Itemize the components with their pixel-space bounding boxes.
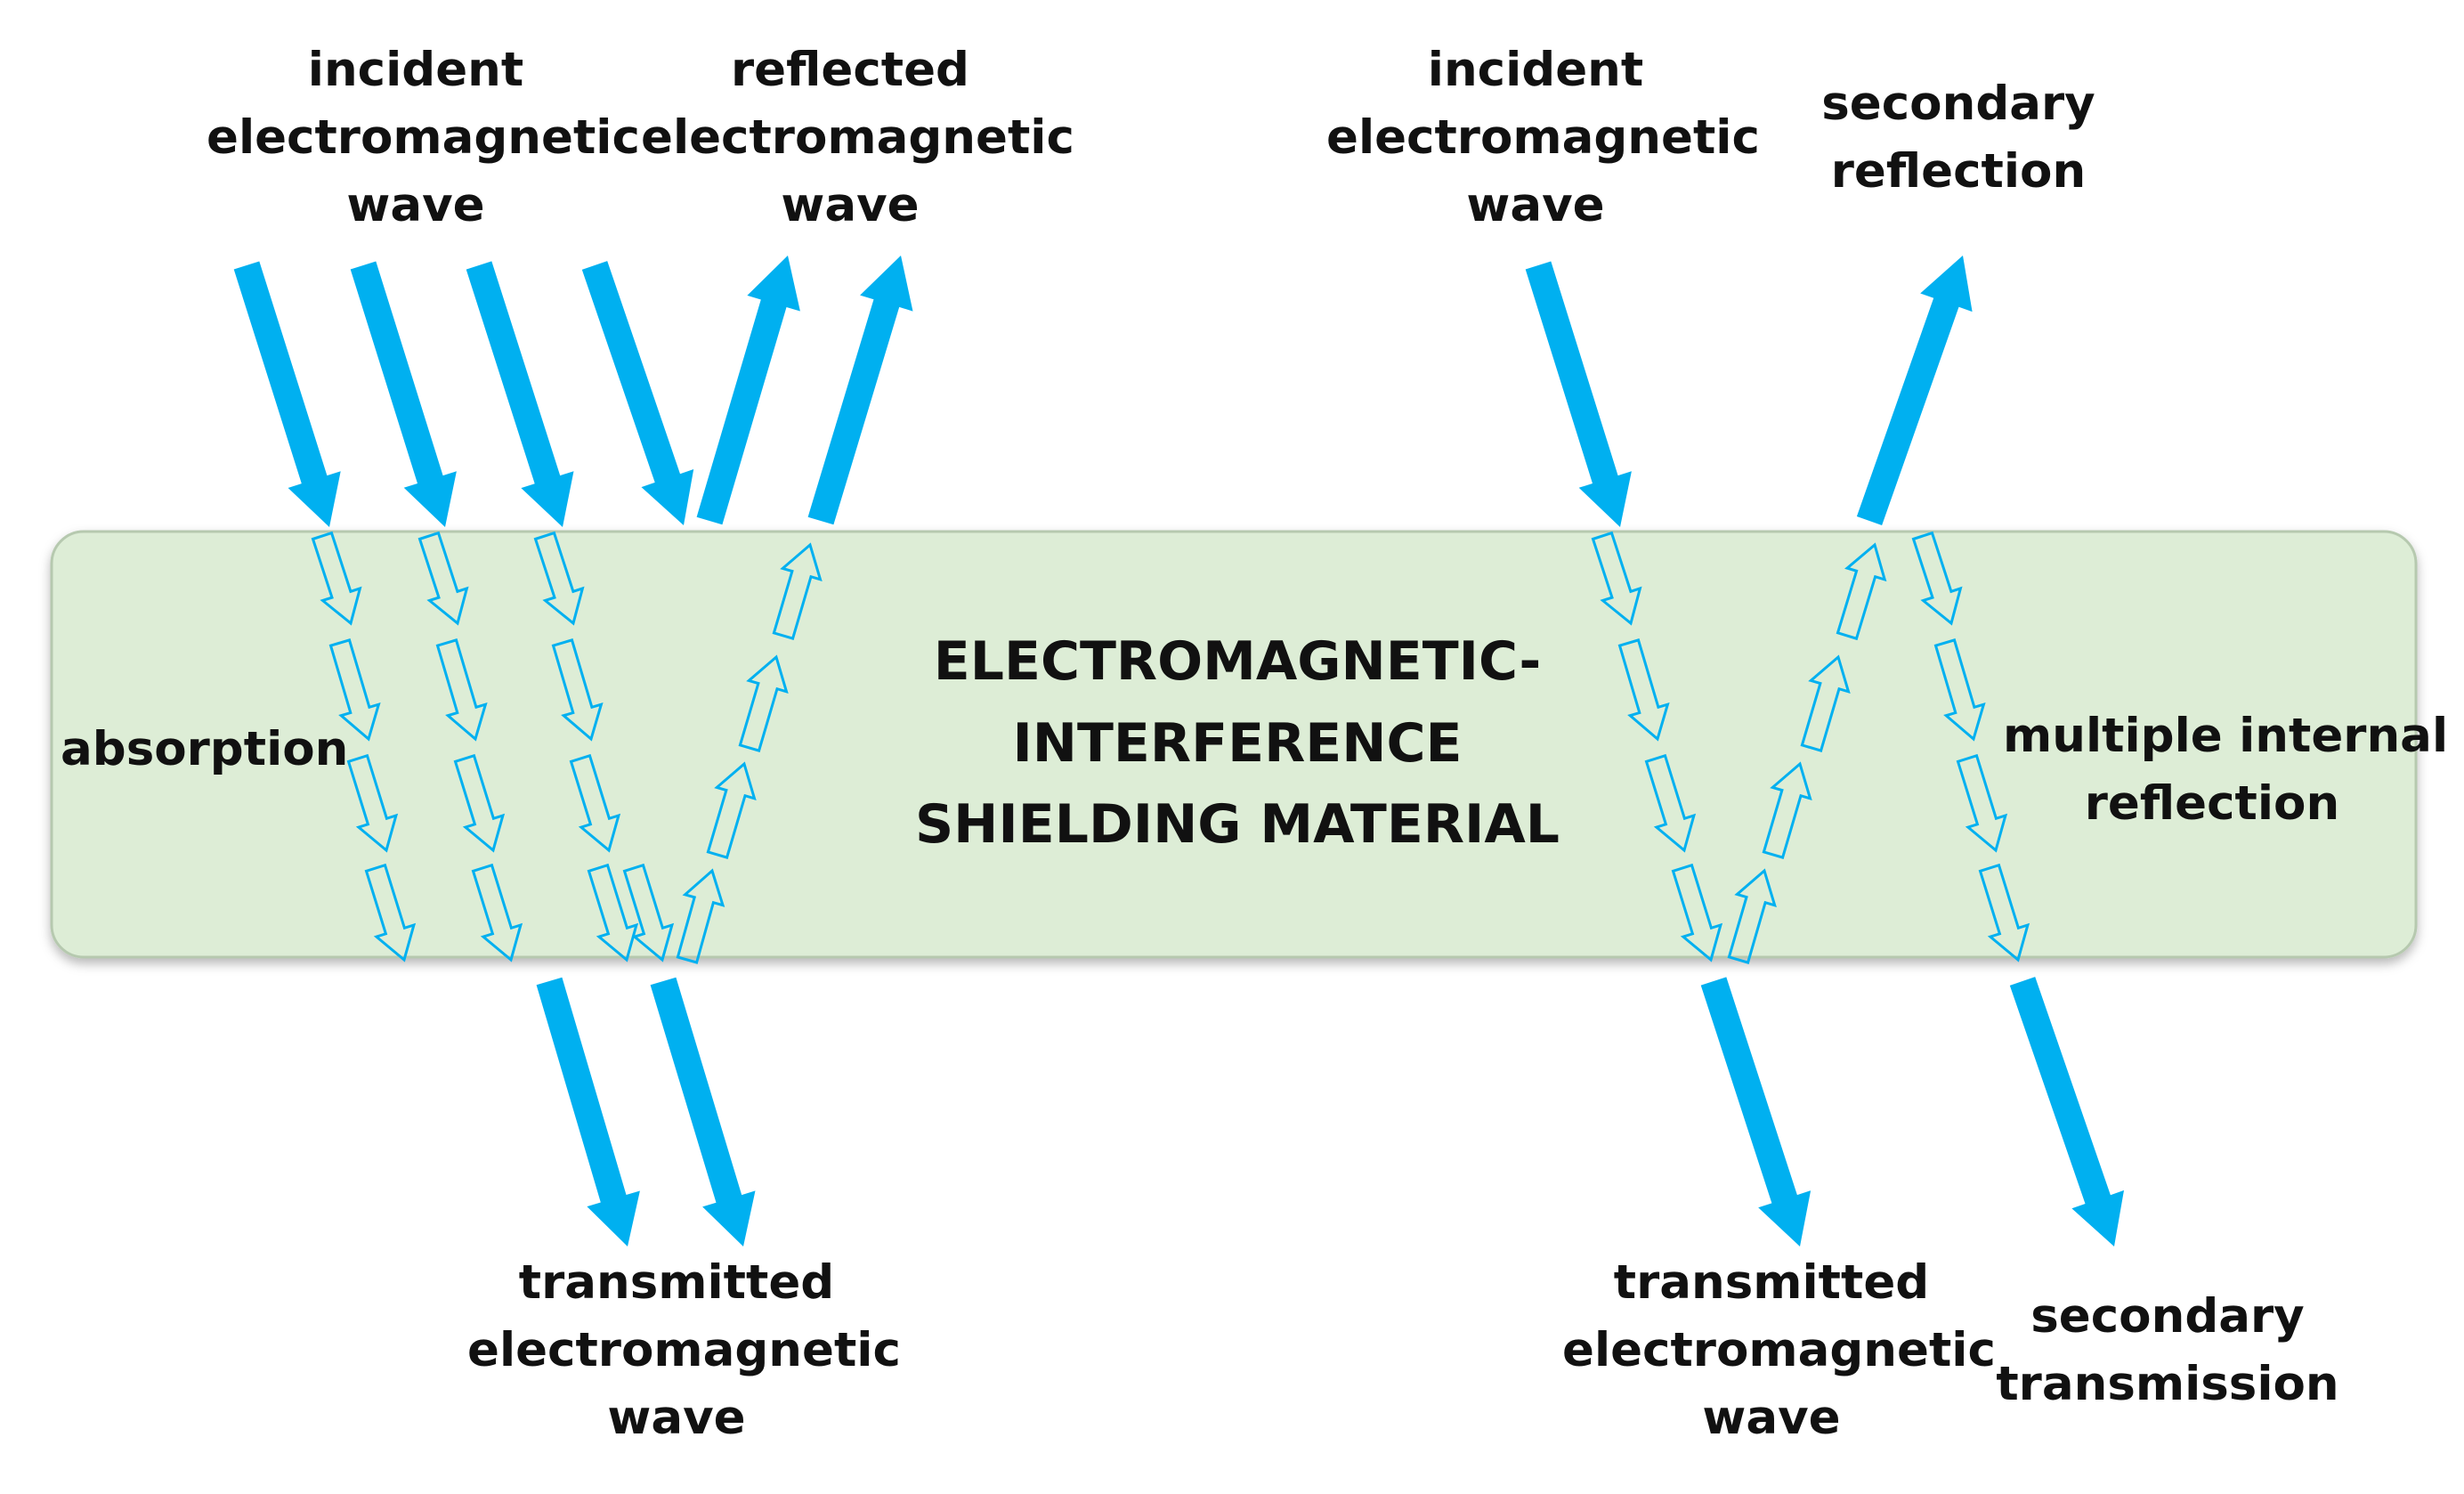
label-right-incident-wave: incident electromagnetic wave [1326, 43, 1760, 232]
internal-down-arrow [453, 753, 506, 853]
shielding-material-slab [50, 530, 2418, 959]
internal-down-arrow [551, 638, 604, 742]
internal-up-arrow [1836, 542, 1887, 641]
incident-wave-arrow [350, 261, 457, 527]
internal-down-arrow [1956, 753, 2008, 853]
transmitted-wave-arrow [536, 977, 640, 1246]
internal-down-arrow [311, 531, 362, 626]
label-multiple-internal-reflection: multiple internal reflection [2003, 709, 2449, 831]
internal-wave-arrows [311, 531, 2030, 964]
internal-down-arrow [364, 863, 417, 962]
internal-up-arrow [738, 654, 789, 752]
material-title: ELECTROMAGNETIC- INTERFERENCE SHIELDING … [914, 630, 1560, 857]
reflected-wave-arrow [1856, 256, 1973, 525]
secondary-transmission-arrow [2009, 977, 2124, 1246]
internal-up-arrow [772, 542, 823, 640]
incident-wave-arrow [233, 261, 341, 527]
internal-down-arrow [1617, 638, 1670, 742]
incident-wave-arrow [581, 261, 694, 525]
transmitted-wave-arrow [650, 977, 756, 1246]
internal-down-arrow [1591, 531, 1642, 626]
reflected-wave-arrow [807, 256, 913, 525]
internal-down-arrow [1933, 638, 1986, 742]
internal-down-arrow [587, 863, 639, 962]
internal-up-arrow [706, 761, 757, 859]
internal-down-arrow [1644, 753, 1697, 853]
incident-wave-arrow [1525, 261, 1632, 527]
external-wave-arrows [233, 256, 2124, 1246]
internal-down-arrow [346, 753, 399, 853]
incident-wave-arrow [466, 261, 574, 527]
internal-up-arrow [1762, 761, 1812, 859]
internal-up-arrow [1800, 654, 1851, 752]
internal-down-arrow [1911, 531, 1963, 626]
label-secondary-transmission: secondary transmission [1996, 1289, 2339, 1411]
internal-down-arrow [1978, 863, 2030, 962]
internal-down-arrow [533, 531, 585, 626]
label-right-transmitted-wave: transmitted electromagnetic wave [1562, 1255, 1996, 1445]
internal-up-arrow [1727, 868, 1777, 964]
internal-down-arrow [471, 863, 523, 962]
label-left-incident-wave: incident electromagnetic wave [207, 43, 640, 232]
internal-down-arrow [328, 638, 381, 742]
internal-up-arrow [676, 868, 725, 964]
internal-down-arrow [435, 638, 488, 742]
label-absorption: absorption [61, 722, 349, 776]
label-left-transmitted-wave: transmitted electromagnetic wave [467, 1255, 901, 1445]
internal-down-arrow [622, 863, 675, 962]
reflected-wave-arrow [696, 256, 800, 525]
internal-down-arrow [569, 753, 621, 853]
label-left-reflected-wave: reflected electromagnetic wave [641, 43, 1074, 232]
internal-down-arrow [417, 531, 469, 626]
internal-down-arrow [1671, 863, 1723, 962]
label-secondary-reflection: secondary reflection [1821, 77, 2095, 199]
transmitted-wave-arrow [1700, 977, 1812, 1246]
